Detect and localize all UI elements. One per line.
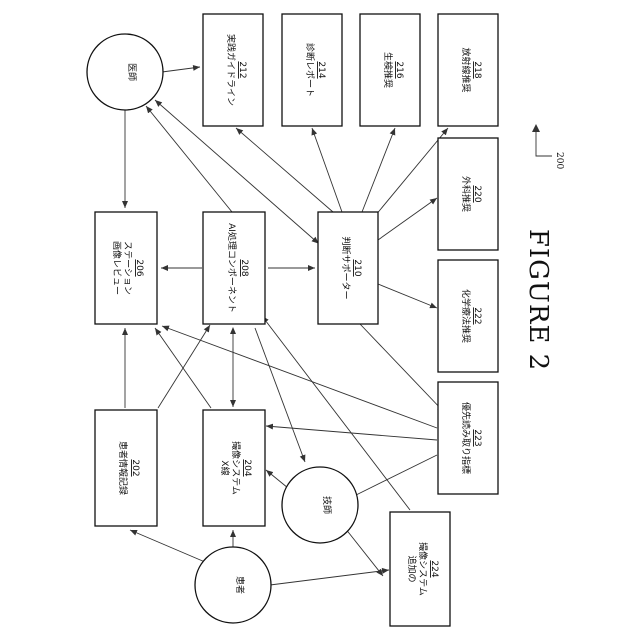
decision-support-label: 判断サポーター	[340, 236, 352, 299]
node-radiation-recommendation: 放射線推奨 218	[438, 14, 498, 126]
node-priority-reading-indicator: 優先読み取り指標 223	[438, 382, 498, 494]
ai-processing-component-label: AI処理コンポーネント	[226, 223, 238, 313]
patient-record-number: 202	[130, 459, 140, 476]
surgical-recommendation-label: 外科推奨	[460, 176, 472, 212]
edge-technician-to-xray	[266, 470, 288, 488]
edge-decision-to-chemo	[378, 284, 437, 308]
image-review-station-label-line1: 画像レビュー	[111, 241, 123, 295]
patient-label: 患者	[234, 576, 246, 594]
edge-decision-to-radiation	[375, 128, 448, 216]
additional-imaging-system-label-line1: 追加の	[406, 555, 418, 582]
node-ai-processing-component: AI処理コンポーネント 208	[203, 212, 265, 324]
xray-imaging-system-number: 204	[242, 459, 252, 476]
node-decision-support: 判断サポーター 210	[318, 212, 378, 324]
diagnostic-report-label: 診断レポート	[304, 43, 316, 97]
practice-guidelines-label: 実践ガイドライン	[225, 34, 237, 106]
figure-label: FIGURE 2	[523, 229, 553, 371]
node-xray-imaging-system: X線 撮像システム 204	[203, 410, 265, 526]
physician-label: 医師	[126, 63, 138, 81]
node-additional-imaging-system: 追加の 撮像システム 224	[390, 512, 450, 626]
diagnostic-report-number: 214	[316, 61, 326, 78]
node-technician: 技師	[282, 467, 358, 543]
node-image-review-station: 画像レビュー ステーション 206	[95, 212, 157, 324]
radiation-recommendation-label: 放射線推奨	[460, 47, 472, 92]
edge-technician-to-additional	[345, 528, 383, 576]
priority-reading-indicator-number: 223	[472, 429, 482, 446]
reference-arrowhead-icon	[532, 124, 540, 132]
edge-priority-to-technician	[350, 455, 437, 498]
edge-decision-to-surgical	[378, 198, 437, 240]
reference-number: 200	[554, 152, 564, 169]
reference-indicator: 200	[532, 124, 564, 169]
patient-record-label: 患者情報記録	[117, 441, 129, 495]
node-patient: 患者	[195, 547, 271, 623]
node-diagnostic-report: 診断レポート 214	[282, 14, 342, 126]
ai-processing-component-number: 208	[239, 259, 249, 276]
radiation-recommendation-number: 218	[472, 61, 482, 78]
edge-priority-to-xray	[266, 426, 437, 440]
node-biopsy-recommendation: 生検推奨 216	[360, 14, 420, 126]
edge-physician-to-guidelines	[162, 67, 200, 72]
edge-patient-to-record	[130, 530, 205, 562]
biopsy-recommendation-number: 216	[394, 61, 404, 78]
technician-label: 技師	[321, 496, 333, 514]
node-patient-record: 患者情報記録 202	[95, 410, 157, 526]
edge-patient-to-additional	[270, 570, 389, 585]
node-chemotherapy-recommendation: 化学療法推奨 222	[438, 260, 498, 372]
xray-imaging-system-label-line1: X線	[219, 460, 231, 475]
chemotherapy-recommendation-number: 222	[472, 307, 482, 324]
node-practice-guidelines: 実践ガイドライン 212	[203, 14, 263, 126]
edge-decision-to-biopsy	[362, 128, 395, 212]
reference-arrow-icon	[536, 128, 552, 156]
additional-imaging-system-label-line2: 撮像システム	[417, 542, 429, 596]
decision-support-number: 210	[352, 259, 362, 276]
surgical-recommendation-number: 220	[472, 185, 482, 202]
chemotherapy-recommendation-label: 化学療法推奨	[460, 289, 472, 343]
node-physician: 医師	[87, 34, 163, 110]
edge-decision-to-report	[312, 128, 342, 212]
edge-xray-to-review-station	[155, 328, 211, 408]
additional-imaging-system-number: 224	[429, 560, 439, 577]
biopsy-recommendation-label: 生検推奨	[382, 52, 394, 88]
xray-imaging-system-label-line2: 撮像システム	[230, 441, 242, 495]
node-surgical-recommendation: 外科推奨 220	[438, 138, 498, 250]
image-review-station-label-line2: ステーション	[122, 241, 133, 295]
priority-reading-indicator-label: 優先読み取り指標	[460, 402, 472, 474]
practice-guidelines-number: 212	[237, 61, 247, 78]
edge-decision-to-guidelines	[236, 128, 333, 212]
image-review-station-number: 206	[134, 259, 144, 276]
edge-decision-to-priority	[360, 324, 444, 412]
